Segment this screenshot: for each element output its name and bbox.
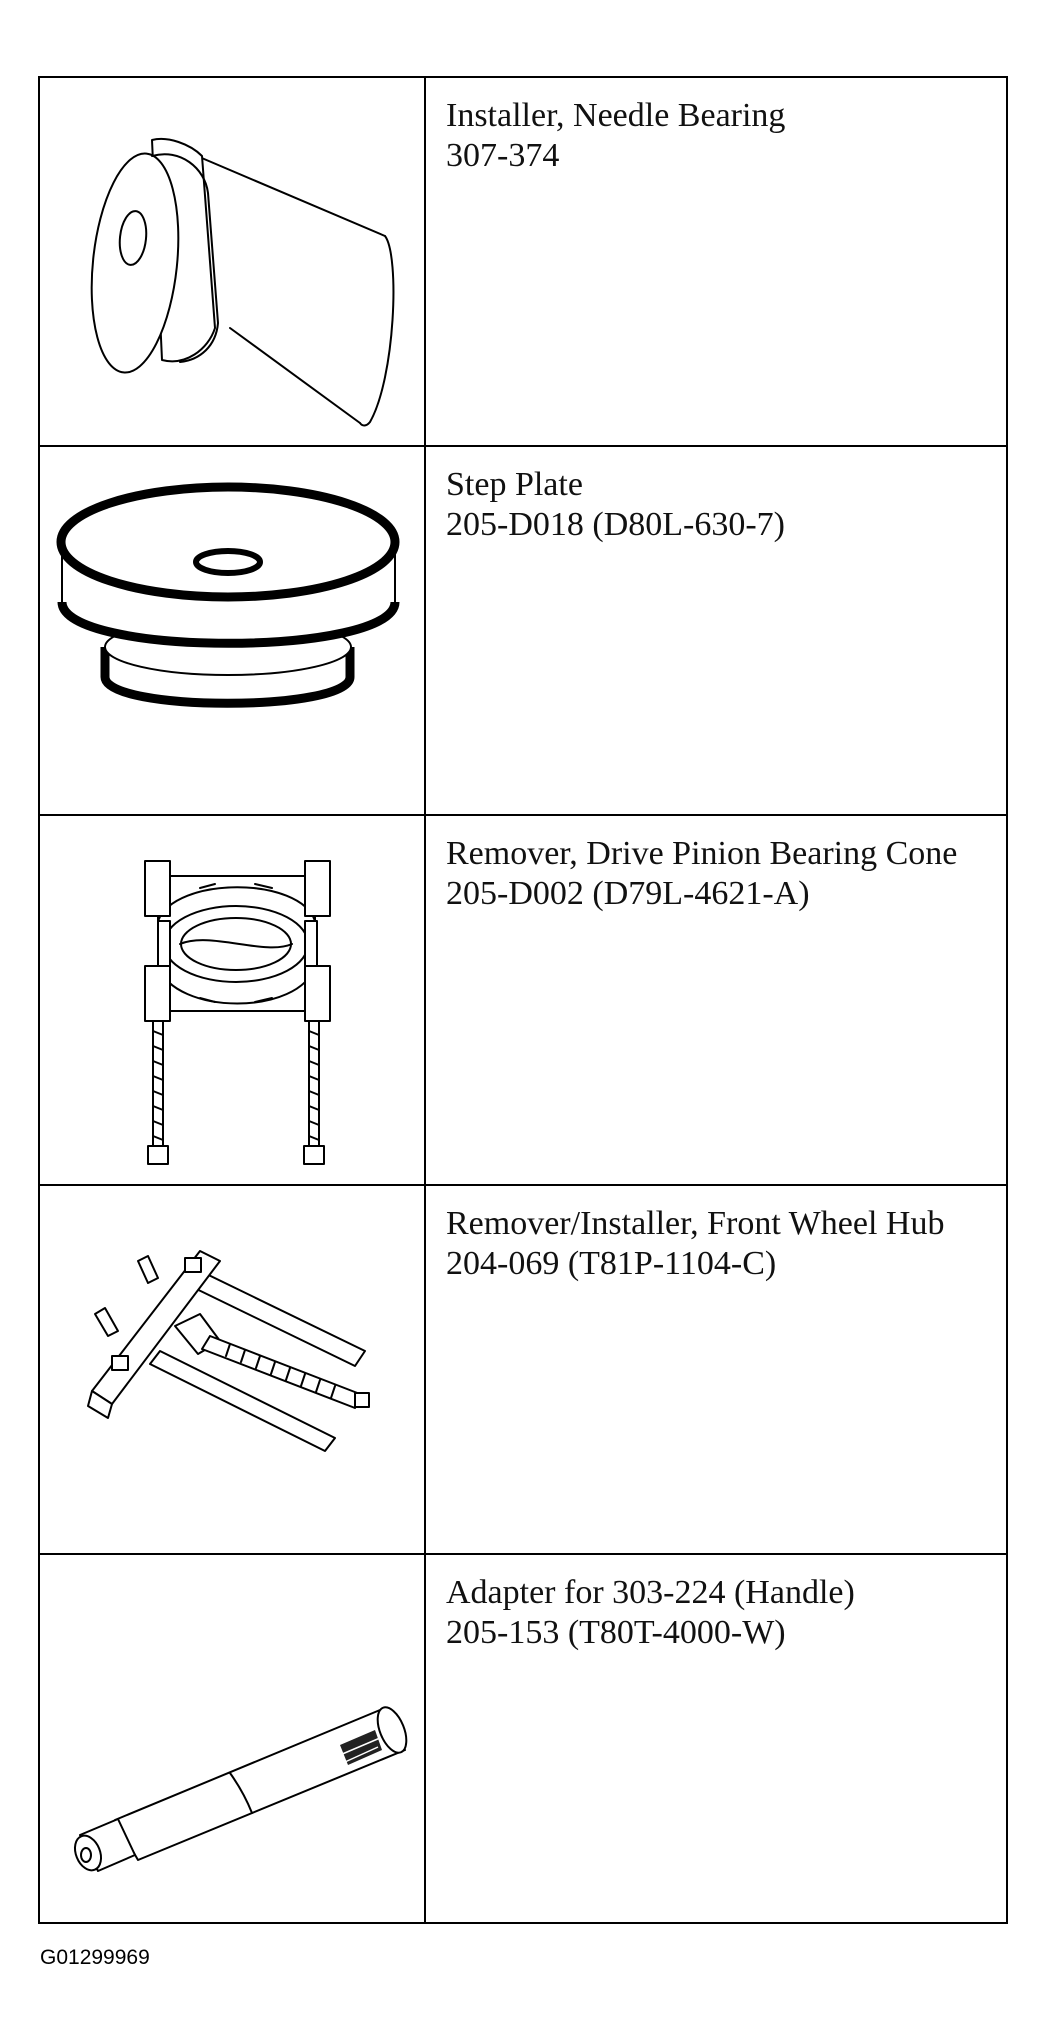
needle-bearing-installer-icon — [90, 138, 395, 427]
tool-illustration-cell — [38, 814, 426, 1186]
tool-illustration-cell — [38, 445, 426, 817]
tool-description-cell: Adapter for 303-224 (Handle) 205-153 (T8… — [424, 1552, 1008, 1925]
step-plate-icon — [56, 482, 400, 708]
tool-name: Installer, Needle Bearing — [446, 97, 786, 134]
tool-description-cell: Step Plate 205-D018 (D80L-630-7) — [424, 445, 1008, 817]
table-row: Remover/Installer, Front Wheel Hub 204-0… — [38, 1183, 1008, 1555]
handle-adapter-icon — [73, 1706, 408, 1872]
wheel-hub-remover-icon — [87, 1249, 370, 1452]
bearing-cone-remover-icon — [144, 860, 331, 1166]
tool-name: Step Plate — [446, 466, 583, 504]
tool-number: 205-153 (T80T-4000-W) — [446, 1613, 786, 1651]
table-row: Adapter for 303-224 (Handle) 205-153 (T8… — [38, 1552, 1008, 1925]
tool-description-cell: Remover, Drive Pinion Bearing Cone 205-D… — [424, 814, 1008, 1186]
tool-number: 204-069 (T81P-1104-C) — [446, 1244, 777, 1282]
tool-illustration-cell — [38, 75, 426, 448]
figure-id: G01299969 — [40, 1946, 150, 1969]
table-row: Remover, Drive Pinion Bearing Cone 205-D… — [38, 814, 1008, 1186]
tool-number: 205-D002 (D79L-4621-A) — [446, 875, 810, 913]
tool-description-cell: Remover/Installer, Front Wheel Hub 204-0… — [424, 1183, 1008, 1555]
tool-illustration-cell — [38, 1552, 426, 1925]
tool-name: Remover, Drive Pinion Bearing Cone — [446, 835, 958, 873]
tool-name: Adapter for 303-224 (Handle) — [446, 1573, 855, 1611]
table-row: Installer, Needle Bearing 307-374 — [38, 75, 1008, 448]
tool-description-cell: Installer, Needle Bearing 307-374 — [424, 75, 1008, 448]
tool-number: 307-374 — [446, 137, 560, 174]
special-tools-table: Installer, Needle Bearing 307-374 Step P… — [38, 75, 1008, 1925]
table-row: Step Plate 205-D018 (D80L-630-7) — [38, 445, 1008, 817]
tool-illustration-cell — [38, 1183, 426, 1555]
tool-number: 205-D018 (D80L-630-7) — [446, 506, 785, 544]
tool-name: Remover/Installer, Front Wheel Hub — [446, 1204, 945, 1242]
